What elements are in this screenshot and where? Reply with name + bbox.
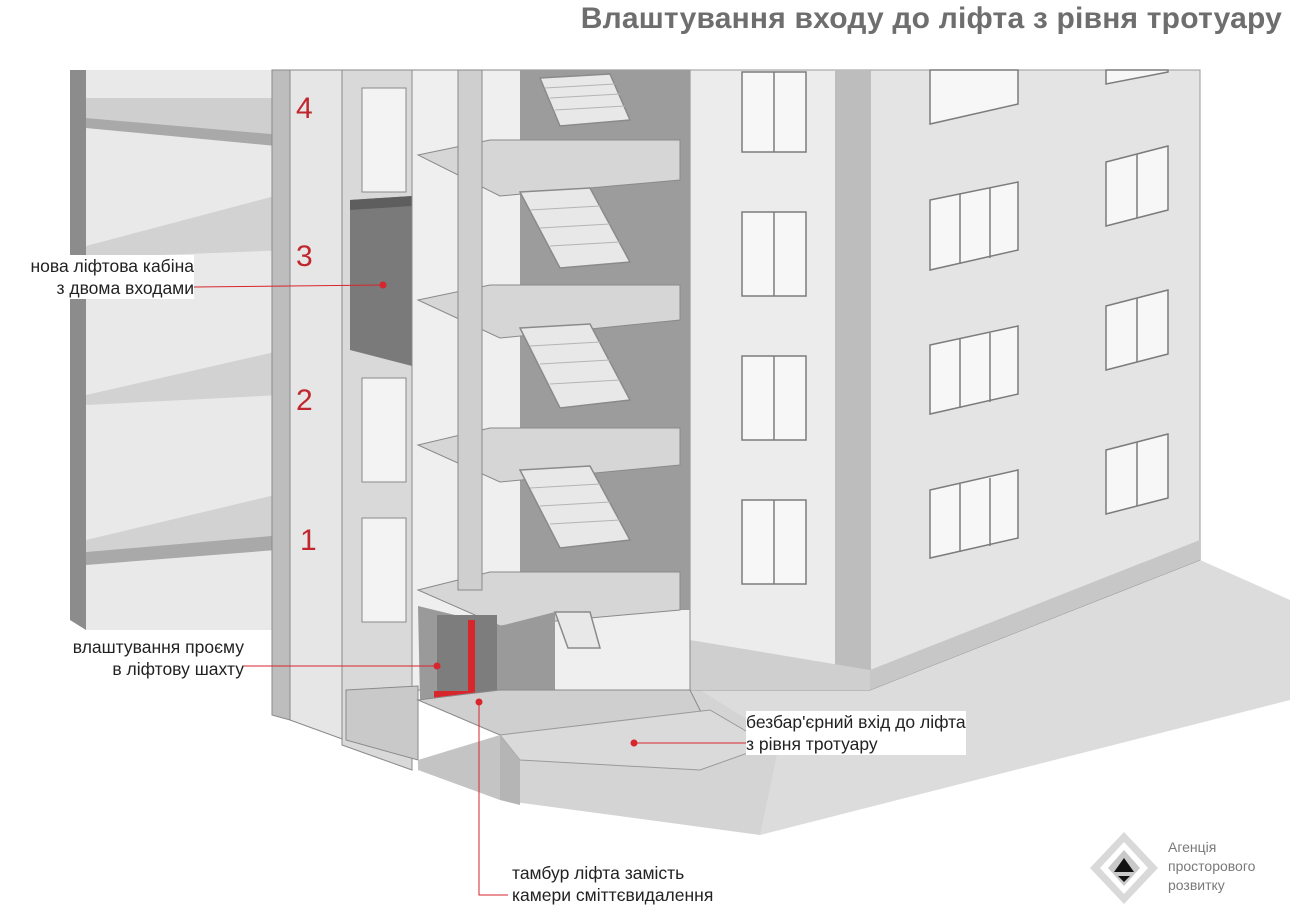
callout-lift-vestibule-line2: камери сміттєвидалення xyxy=(512,885,714,905)
callout-barrier-free-entrance-line2: з рівня тротуару xyxy=(746,734,878,754)
page-title: Влаштування входу до ліфта з рівня троту… xyxy=(580,2,1282,35)
columns xyxy=(271,69,346,741)
windows-front xyxy=(741,71,807,585)
facade-pilaster xyxy=(835,70,870,690)
callout-lift-vestibule-line1: тамбур ліфта замість xyxy=(512,863,685,883)
floor-number-1: 1 xyxy=(300,524,317,557)
ground-plane xyxy=(690,560,1290,835)
lift-cabin xyxy=(350,196,412,366)
callout-leaders xyxy=(193,284,746,896)
callout-shaft-opening-line2: в ліфтову шахту xyxy=(112,659,244,679)
chute-pipe xyxy=(457,69,483,591)
callout-lift-vestibule: тамбур ліфта замість камери сміттєвидале… xyxy=(512,862,714,906)
opening-marking xyxy=(434,620,475,698)
windows-side xyxy=(929,69,1169,559)
floor-number-3: 3 xyxy=(296,240,313,273)
agency-name-line3: розвитку xyxy=(1168,877,1225,893)
facade-plinth xyxy=(690,640,870,690)
lift-shaft xyxy=(341,69,413,771)
callout-dots xyxy=(379,281,638,747)
floor-number-4: 4 xyxy=(296,92,313,125)
agency-logo xyxy=(1090,832,1158,904)
agency-name-line2: просторового xyxy=(1168,858,1256,874)
callout-shaft-opening-line1: влаштування проєму xyxy=(72,637,244,657)
callout-lift-cabin-line2: з двома входами xyxy=(56,278,194,298)
floor-number-2: 2 xyxy=(296,384,313,417)
agency-name-line1: Агенція xyxy=(1168,839,1217,855)
stairwell xyxy=(411,69,691,700)
agency-name: Агенція просторового розвитку xyxy=(1168,838,1255,895)
callout-shaft-opening: влаштування проєму в ліфтову шахту xyxy=(40,636,244,680)
callout-barrier-free-entrance: безбар'єрний вхід до ліфта з рівня троту… xyxy=(746,711,966,755)
callout-lift-cabin-line1: нова ліфтова кабіна xyxy=(30,256,194,276)
callout-lift-cabin: нова ліфтова кабіна з двома входами xyxy=(10,255,194,299)
callout-barrier-free-entrance-line1: безбар'єрний вхід до ліфта xyxy=(746,712,966,732)
